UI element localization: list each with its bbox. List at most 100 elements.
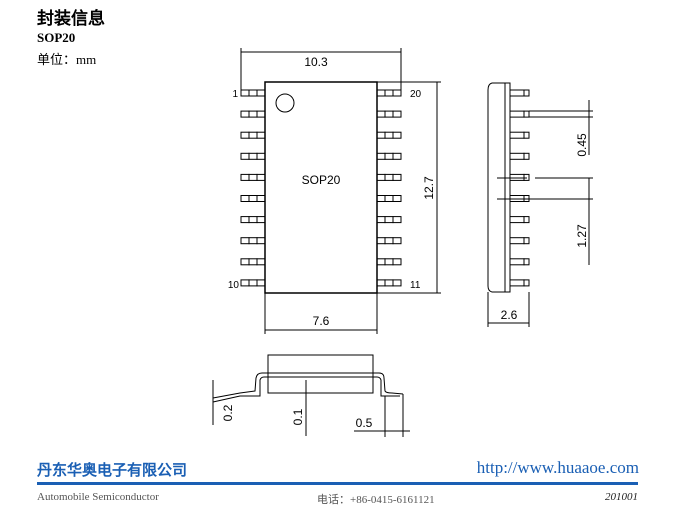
- pin-left: [240, 110, 250, 118]
- pin-right: [384, 279, 394, 287]
- pin-left: [248, 258, 258, 266]
- pin-right: [376, 216, 386, 224]
- pin-right: [384, 110, 394, 118]
- pin-left: [256, 110, 266, 118]
- pin-left: [240, 195, 250, 202]
- pin-right: [376, 173, 386, 181]
- pin-right: [384, 89, 394, 97]
- pin-left: [248, 216, 258, 224]
- dim-total-width: 10.3: [304, 55, 328, 69]
- side-view: [487, 82, 593, 327]
- pin-left: [256, 152, 266, 160]
- side-pin: [509, 279, 525, 287]
- dim-standoff: 0.1: [291, 408, 305, 425]
- side-pin-tip: [523, 237, 530, 245]
- pin-right: [376, 152, 386, 160]
- pin-label-11: 11: [410, 280, 421, 291]
- pin-right: [392, 237, 402, 245]
- pin-right: [392, 216, 402, 224]
- pin-left: [256, 258, 266, 266]
- pin-left: [248, 279, 258, 287]
- side-pin-tip: [523, 279, 530, 287]
- side-pin: [509, 89, 525, 97]
- dim-body-width: 7.6: [313, 314, 330, 328]
- pin-left: [248, 89, 258, 97]
- website-link[interactable]: http://www.huaaoe.com: [476, 458, 639, 477]
- pin-left: [240, 131, 250, 139]
- side-pin-tip: [523, 152, 530, 160]
- pin-left: [240, 173, 250, 181]
- pin1-marker: [275, 93, 295, 113]
- pin-right: [384, 131, 394, 139]
- pin-left: [256, 195, 266, 202]
- pin-right: [376, 110, 386, 118]
- package-name: SOP20: [37, 30, 76, 45]
- top-view: [240, 48, 441, 334]
- body-label: SOP20: [302, 173, 341, 187]
- pin-right: [376, 195, 386, 202]
- dim-pitch: 1.27: [575, 224, 589, 248]
- dim-length: 12.7: [422, 176, 436, 200]
- pin-label-1: 1: [232, 89, 238, 100]
- pin-right: [392, 131, 402, 139]
- pin-left: [248, 173, 258, 181]
- pin-left: [240, 258, 250, 266]
- company-name: 丹东华奥电子有限公司: [37, 461, 188, 479]
- pin-right: [392, 279, 402, 287]
- side-pin-tip: [523, 216, 530, 224]
- pin-right: [392, 152, 402, 160]
- pin-right: [384, 152, 394, 160]
- side-pin: [509, 152, 525, 160]
- dim-foot: 0.5: [356, 416, 373, 430]
- side-pin: [509, 131, 525, 139]
- pin-right: [376, 131, 386, 139]
- document-code: 201001: [605, 491, 638, 503]
- side-pin: [509, 216, 525, 224]
- side-pin: [509, 237, 525, 245]
- pin-right: [392, 195, 402, 202]
- section-title: 封装信息: [37, 9, 105, 29]
- pin-left: [248, 152, 258, 160]
- pin-right: [384, 173, 394, 181]
- side-pin-tip: [523, 258, 530, 266]
- side-pin: [509, 258, 525, 266]
- side-pin: [509, 173, 525, 181]
- pin-right: [376, 89, 386, 97]
- pin-left: [248, 131, 258, 139]
- pin-left: [240, 89, 250, 97]
- pin-left: [248, 237, 258, 245]
- top-body: [264, 81, 378, 294]
- pin-left: [240, 216, 250, 224]
- pin-right: [384, 258, 394, 266]
- side-pin: [509, 110, 525, 118]
- dim-lead-thickness: 0.2: [221, 404, 235, 421]
- pin-right: [376, 237, 386, 245]
- unit-label: 单位：mm: [37, 52, 97, 67]
- side-pin-tip: [523, 173, 530, 181]
- side-pin-tip: [523, 110, 530, 118]
- pin-left: [248, 110, 258, 118]
- pin-right: [384, 195, 394, 202]
- footer-divider: [37, 482, 638, 485]
- pin-right: [392, 173, 402, 181]
- phone-number: 电话：+86-0415-6161121: [317, 494, 435, 506]
- pin-right: [376, 258, 386, 266]
- pin-left: [256, 216, 266, 224]
- pin-right: [392, 110, 402, 118]
- pin-right: [392, 89, 402, 97]
- side-pin-tip: [523, 89, 530, 97]
- pin-left: [256, 173, 266, 181]
- pin-right: [376, 279, 386, 287]
- pin-left: [256, 131, 266, 139]
- pin-right: [392, 258, 402, 266]
- pin-left: [240, 279, 250, 287]
- dim-lead-width: 0.45: [575, 133, 589, 157]
- pin-left: [256, 279, 266, 287]
- pin-left: [256, 89, 266, 97]
- package-drawing: 10.3 7.6 12.7 SOP20 1 20 10 11 0.45 1.27…: [212, 48, 593, 437]
- pin-left: [256, 237, 266, 245]
- dim-height: 2.6: [501, 308, 518, 322]
- front-view: [212, 354, 410, 437]
- pin-left: [248, 195, 258, 202]
